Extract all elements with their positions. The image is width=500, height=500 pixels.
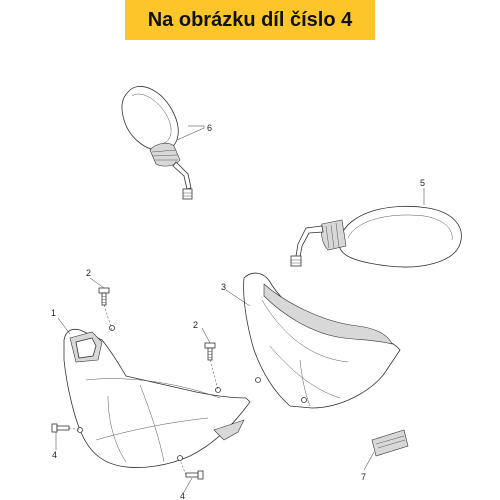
callout-2-middle: 2 xyxy=(193,320,198,330)
part-1-front-cover xyxy=(63,325,251,468)
part-2-screw-upper xyxy=(98,287,113,331)
title-banner: Na obrázku díl číslo 4 xyxy=(125,0,375,40)
part-7-label xyxy=(371,429,409,457)
part-4-screw-left xyxy=(51,423,81,433)
callout-1: 1 xyxy=(51,308,56,318)
title-text: Na obrázku díl číslo 4 xyxy=(147,8,353,31)
callout-7: 7 xyxy=(361,472,366,482)
leader-lines xyxy=(55,125,425,493)
callout-4-bottom: 4 xyxy=(180,491,185,500)
part-6-left-mirror xyxy=(121,86,193,200)
callout-6: 6 xyxy=(207,123,212,133)
part-4-screw-bottom xyxy=(179,459,204,480)
part-3-rear-cover xyxy=(243,272,401,409)
callout-2-upper: 2 xyxy=(86,268,91,278)
callout-3: 3 xyxy=(221,282,226,292)
callout-5: 5 xyxy=(420,178,425,188)
part-2-screw-middle xyxy=(204,342,219,391)
callout-4-left: 4 xyxy=(52,450,57,460)
part-5-right-mirror xyxy=(290,205,462,268)
